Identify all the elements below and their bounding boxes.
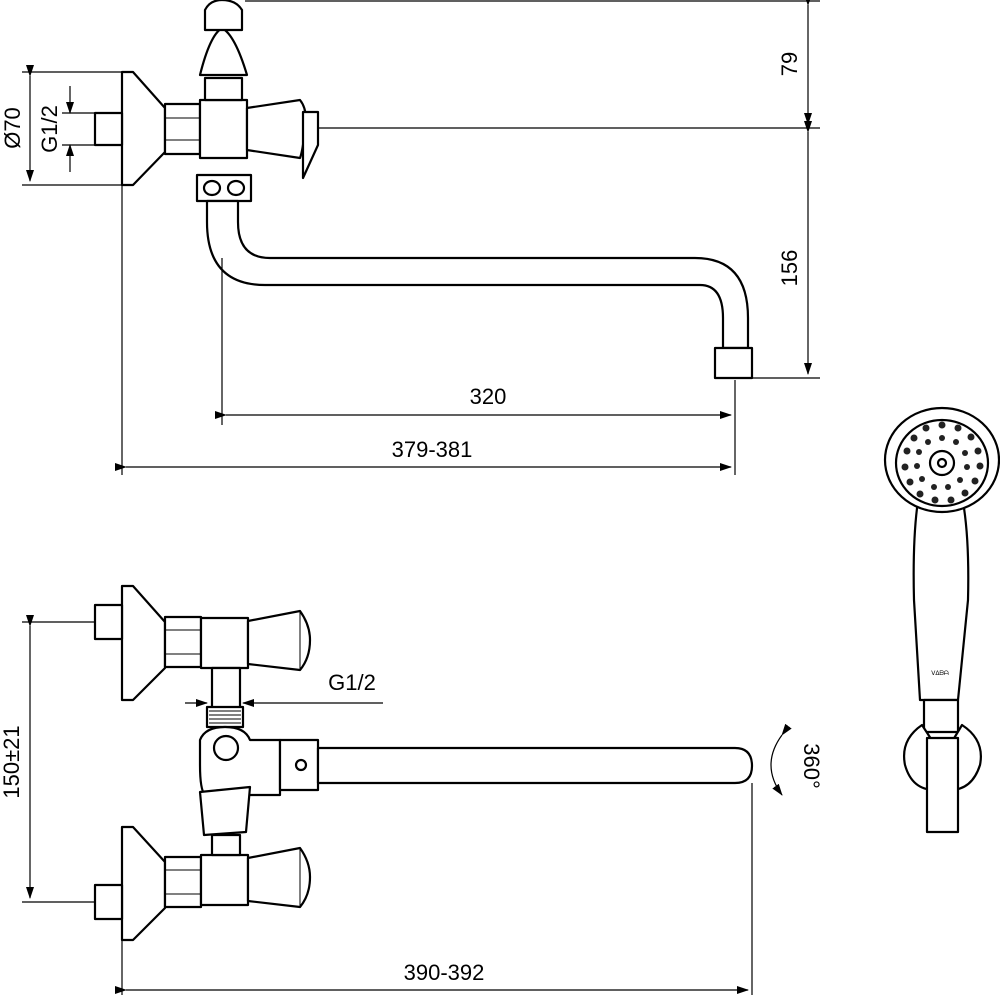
inlet-connector — [93, 111, 124, 147]
hand-shower: ᐯᐃᗷᗩ — [883, 406, 1000, 834]
diverter-top — [203, 76, 244, 102]
lower-nut — [163, 855, 203, 909]
hex-nut — [163, 102, 202, 156]
dim-inlet-spacing: 150±21 — [0, 725, 24, 798]
upper-nut — [163, 615, 203, 669]
dim-379-381: 379-381 — [392, 437, 473, 462]
dim-flange-diameter: Ø70 — [0, 107, 25, 149]
dim-156: 156 — [777, 250, 802, 287]
dim-320: 320 — [470, 384, 507, 409]
dim-thread-front: G1/2 — [328, 670, 376, 695]
diverter-knurl — [205, 705, 245, 729]
lower-body — [199, 853, 250, 907]
front-view: 360° G1/2 150±21 390-392 — [0, 584, 824, 995]
dim-rotation: 360° — [799, 743, 824, 789]
side-view: 79 156 Ø70 G1/2 320 379-381 — [0, 0, 820, 475]
shower-holder — [922, 698, 960, 734]
dim-79: 79 — [777, 52, 802, 76]
lower-flange — [120, 825, 167, 942]
spout — [205, 199, 750, 350]
upper-body — [199, 616, 250, 670]
wall-flange — [120, 70, 167, 187]
lower-handle — [246, 846, 312, 909]
dim-390-392: 390-392 — [404, 960, 485, 985]
central-body — [198, 725, 282, 797]
front-spout — [316, 746, 754, 785]
shower-nozzles — [901, 421, 984, 504]
svg-text:ᐯᐃᗷᗩ: ᐯᐃᗷᗩ — [931, 670, 949, 677]
handle — [245, 98, 307, 160]
dim-thread-top: G1/2 — [37, 105, 62, 153]
upper-flange — [120, 584, 167, 702]
upper-handle — [246, 609, 312, 672]
mixer-body — [198, 98, 249, 160]
aerator — [713, 346, 754, 380]
